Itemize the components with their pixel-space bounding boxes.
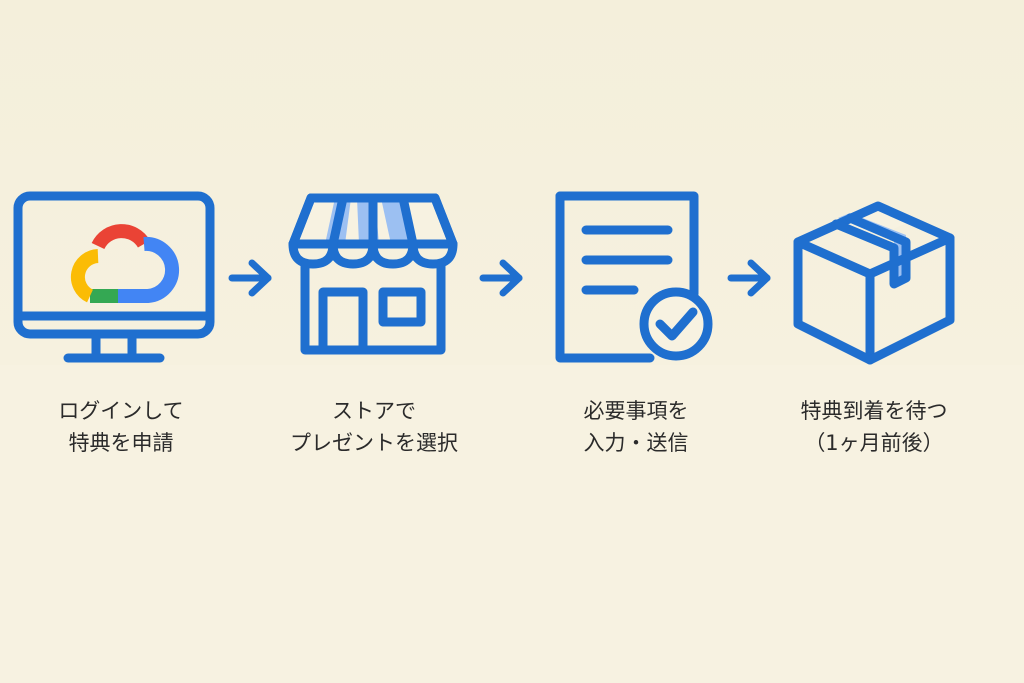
step-1-monitor-icon (13, 191, 215, 364)
step-4-label-line1: 特典到着を待つ (800, 399, 948, 423)
step-3-label: 必要事項を 入力・送信 (516, 395, 756, 459)
step-1-label-line2: 特典を申請 (68, 431, 174, 455)
step-1-label-line1: ログインして (58, 399, 184, 423)
step-1-label: ログインして 特典を申請 (1, 395, 241, 459)
step-2-label: ストアで プレゼントを選択 (254, 395, 494, 459)
step-2-label-line2: プレゼントを選択 (290, 431, 458, 455)
step-3-label-line1: 必要事項を (583, 399, 689, 423)
step-2-store-icon (287, 192, 459, 356)
arrow-right-icon (228, 258, 274, 298)
step-4-label-line2: （1ヶ月前後） (804, 431, 944, 455)
background-band (0, 0, 1024, 365)
arrow-right-icon (727, 258, 773, 298)
step-4-label: 特典到着を待つ （1ヶ月前後） (754, 395, 994, 459)
step-2-label-line1: ストアで (332, 399, 416, 423)
step-4-package-box-icon (790, 194, 958, 366)
step-3-document-check-icon (554, 190, 724, 365)
google-cloud-logo-icon (70, 224, 179, 303)
step-3-label-line2: 入力・送信 (583, 431, 689, 455)
arrow-right-icon (479, 258, 525, 298)
